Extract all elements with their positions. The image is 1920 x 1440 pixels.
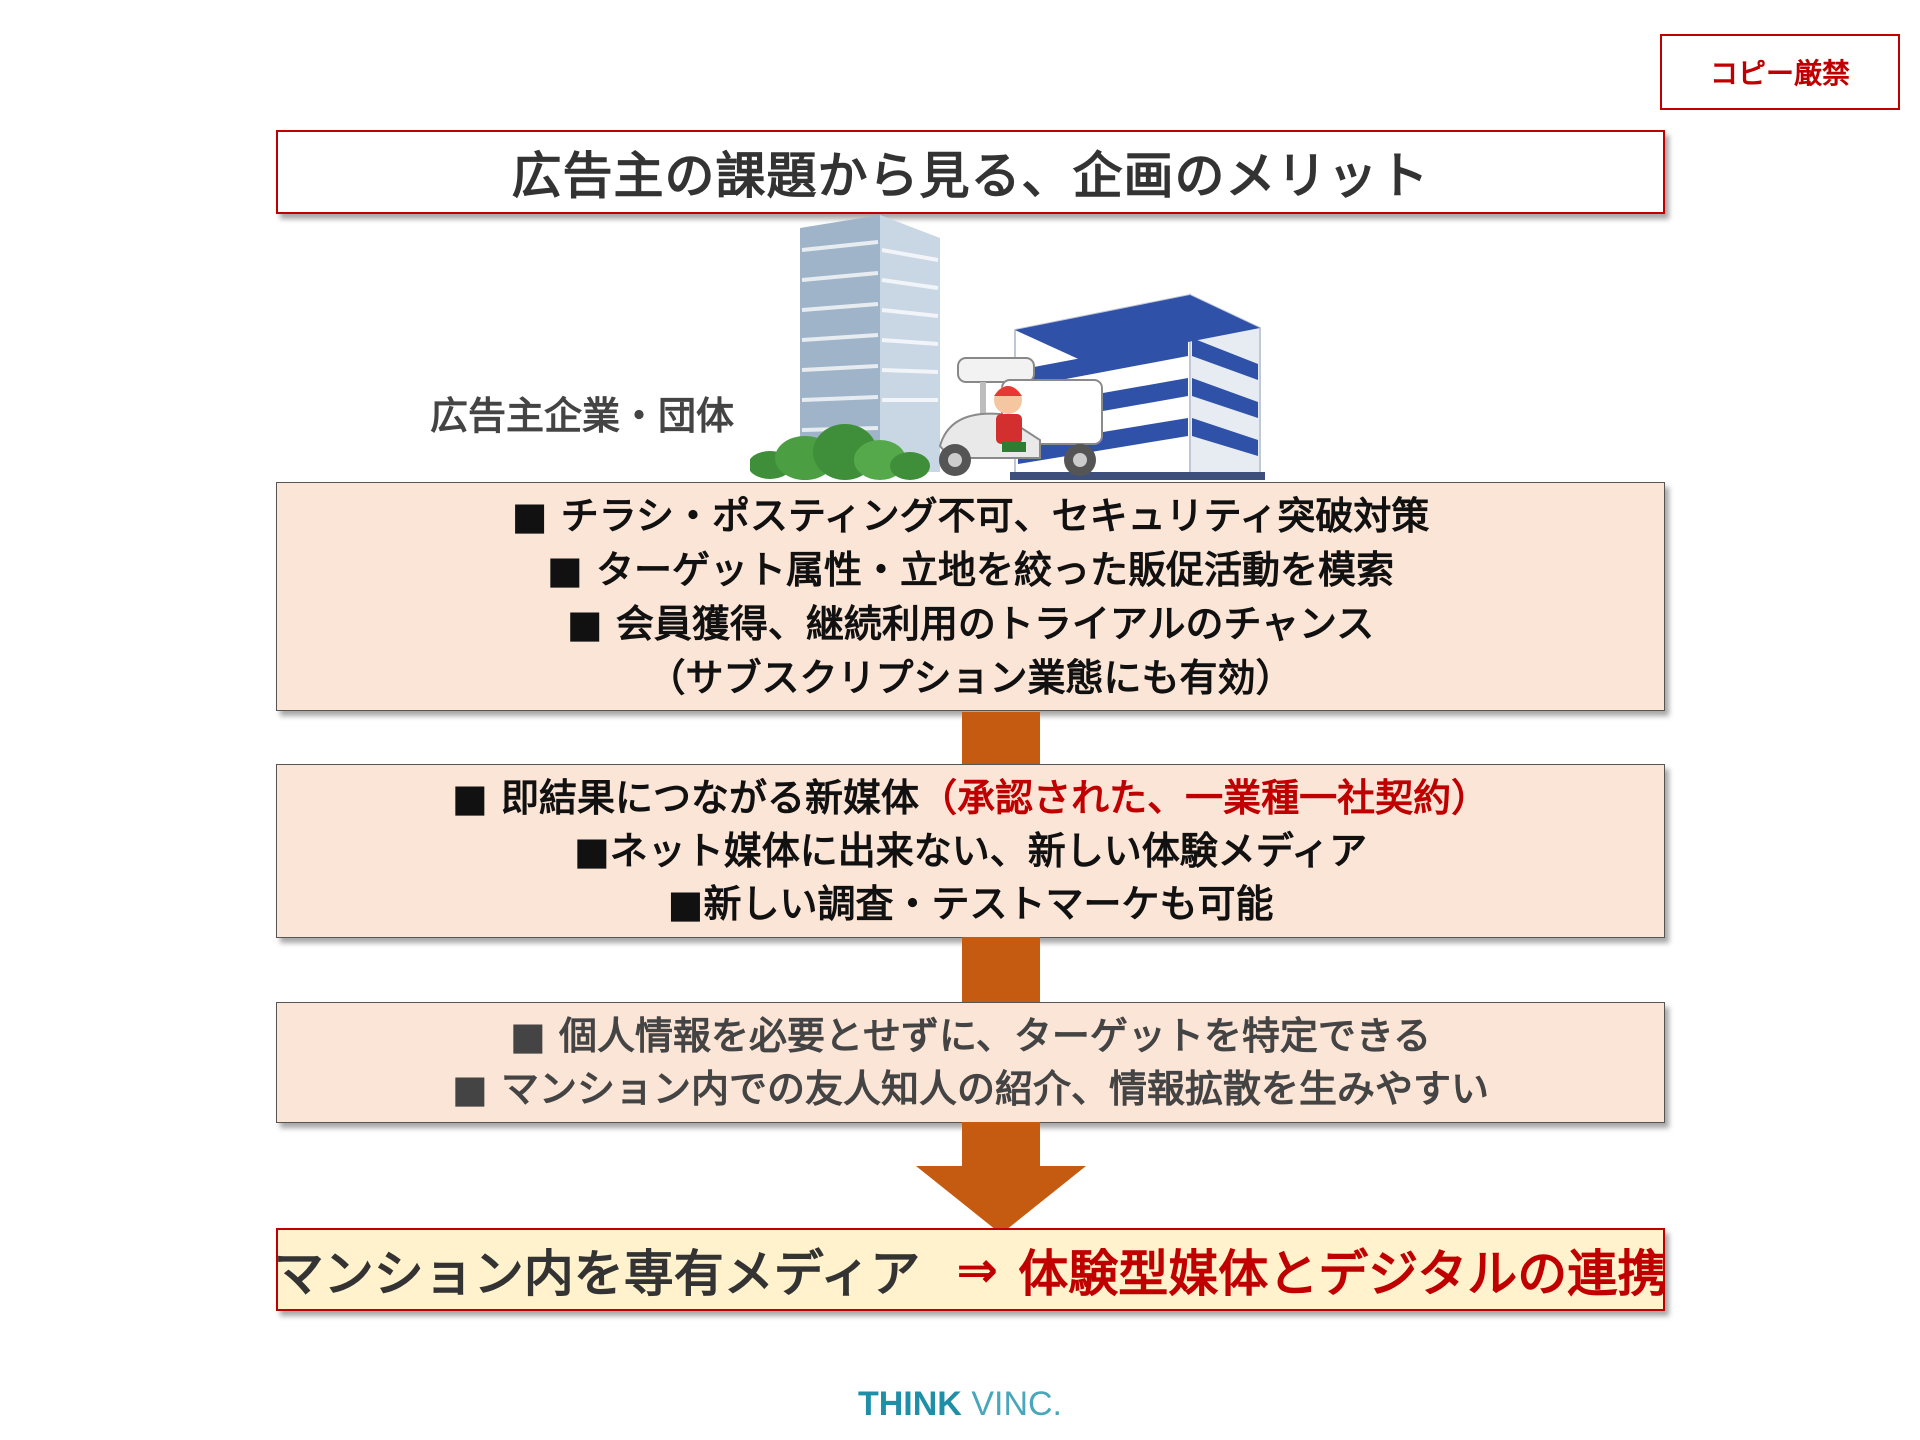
conclusion-left: マンション内を専有メディア xyxy=(273,1244,921,1303)
benefit-line: ■ネット媒体に出来ない、新しい体験メディア xyxy=(573,828,1368,873)
conclusion-right: 体験型媒体とデジタルの連携 xyxy=(1018,1244,1668,1303)
company-logo: THINK VINC. xyxy=(0,1385,1920,1424)
logo-strong: THINK xyxy=(857,1385,962,1423)
down-arrow-shaft-1 xyxy=(962,712,1040,764)
conclusion-arrow: ⇒ xyxy=(956,1240,999,1299)
title-text: 広告主の課題から見る、企画のメリット xyxy=(511,147,1430,205)
down-arrow-shaft-2 xyxy=(962,937,1040,1003)
benefit-line-main: ■ 即結果につながる新媒体 xyxy=(451,775,920,820)
targeting-box: ■ 個人情報を必要とせずに、ターゲットを特定できる ■ マンション内での友人知人… xyxy=(276,1002,1665,1123)
down-arrow-icon xyxy=(916,1122,1086,1234)
advertiser-illustration xyxy=(750,215,1265,480)
challenge-line: （サブスクリプション業態にも有効） xyxy=(647,655,1294,700)
targeting-line: ■ マンション内での友人知人の紹介、情報拡散を生みやすい xyxy=(451,1066,1490,1111)
copy-prohibited-badge: コピー厳禁 xyxy=(1660,34,1900,110)
challenges-box: ■ チラシ・ポスティング不可、セキュリティ突破対策 ■ ターゲット属性・立地を絞… xyxy=(276,482,1665,711)
logo-light: VINC. xyxy=(961,1385,1062,1423)
targeting-line: ■ 個人情報を必要とせずに、ターゲットを特定できる xyxy=(509,1013,1432,1058)
challenge-line: ■ チラシ・ポスティング不可、セキュリティ突破対策 xyxy=(511,493,1430,538)
page-title: 広告主の課題から見る、企画のメリット xyxy=(276,130,1665,214)
challenge-line: ■ 会員獲得、継続利用のトライアルのチャンス xyxy=(566,601,1375,646)
benefit-line: ■ 即結果につながる新媒体（承認された、一業種一社契約） xyxy=(452,772,1489,825)
advertiser-label: 広告主企業・団体 xyxy=(430,394,735,438)
conclusion-banner: マンション内を専有メディア ⇒ 体験型媒体とデジタルの連携 xyxy=(273,1228,1668,1311)
badge-text: コピー厳禁 xyxy=(1709,57,1850,90)
benefits-box: ■ 即結果につながる新媒体（承認された、一業種一社契約） ■ネット媒体に出来ない… xyxy=(276,764,1665,938)
benefit-line: ■新しい調査・テストマーケも可能 xyxy=(667,881,1274,926)
contract-note: （承認された、一業種一社契約） xyxy=(919,775,1490,820)
shrubs-icon xyxy=(750,424,930,480)
challenge-line: ■ ターゲット属性・立地を絞った販促活動を模索 xyxy=(546,547,1395,592)
delivery-scooter-icon xyxy=(938,357,1103,476)
